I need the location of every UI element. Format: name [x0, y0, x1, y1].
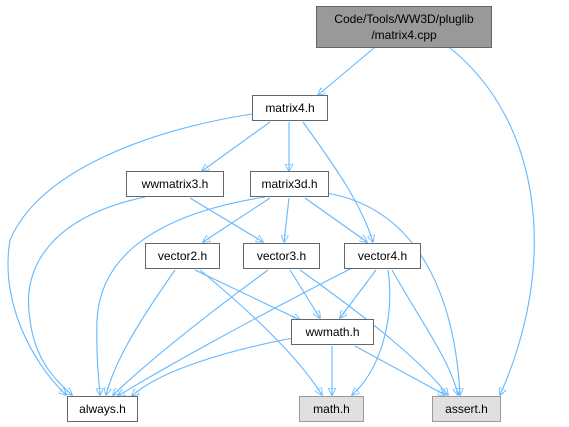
edge-wwmatrix3-to-vector3: [189, 197, 263, 242]
edge-vector3-to-wwmath: [289, 269, 320, 318]
edge-root-to-matrix4: [318, 47, 375, 95]
node-math-h: math.h: [299, 396, 364, 422]
edge-wwmath-to-assert: [354, 345, 445, 395]
node-matrix4-h[interactable]: matrix4.h: [252, 95, 328, 121]
edge-vector3-to-always: [113, 269, 269, 395]
edge-vector2-to-always: [106, 269, 176, 395]
node-matrix4-cpp: Code/Tools/WW3D/pluglib /matrix4.cpp: [316, 6, 492, 48]
edge-vector4-to-wwmath: [340, 269, 377, 318]
edge-vector4-to-math: [352, 269, 391, 395]
node-vector2-h[interactable]: vector2.h: [145, 243, 220, 269]
edge-vector2-to-math: [199, 269, 322, 395]
edge-matrix3d-to-vector4: [304, 197, 367, 242]
edge-matrix3d-to-always: [97, 196, 266, 395]
node-matrix4-cpp-label-line1: Code/Tools/WW3D/pluglib: [334, 12, 474, 26]
node-always-h[interactable]: always.h: [67, 396, 138, 422]
node-wwmatrix3-h[interactable]: wwmatrix3.h: [126, 171, 224, 197]
edge-root-to-assert: [449, 47, 535, 395]
edge-vector3-to-assert: [299, 269, 448, 395]
node-wwmath-h[interactable]: wwmath.h: [291, 319, 374, 345]
edge-matrix3d-to-vector3: [284, 197, 290, 242]
edge-wwmatrix3-to-always: [28, 196, 146, 395]
edge-matrix3d-to-vector2: [203, 197, 271, 242]
node-vector4-h[interactable]: vector4.h: [344, 243, 421, 269]
edge-wwmath-to-always: [132, 337, 294, 396]
edge-vector2-to-wwmath: [194, 269, 300, 320]
edge-vector4-to-always: [118, 267, 353, 396]
edge-matrix3d-to-assert: [319, 191, 460, 395]
edge-matrix4-to-wwmatrix3: [202, 121, 271, 171]
edge-matrix4-to-always: [7, 113, 253, 395]
edge-vector4-to-assert: [391, 269, 458, 395]
node-vector3-h[interactable]: vector3.h: [243, 243, 320, 269]
node-assert-h: assert.h: [432, 396, 501, 422]
edge-matrix4-to-vector4: [302, 121, 373, 242]
node-matrix3d-h[interactable]: matrix3d.h: [250, 171, 329, 197]
node-matrix4-cpp-label-line2: /matrix4.cpp: [371, 28, 437, 42]
